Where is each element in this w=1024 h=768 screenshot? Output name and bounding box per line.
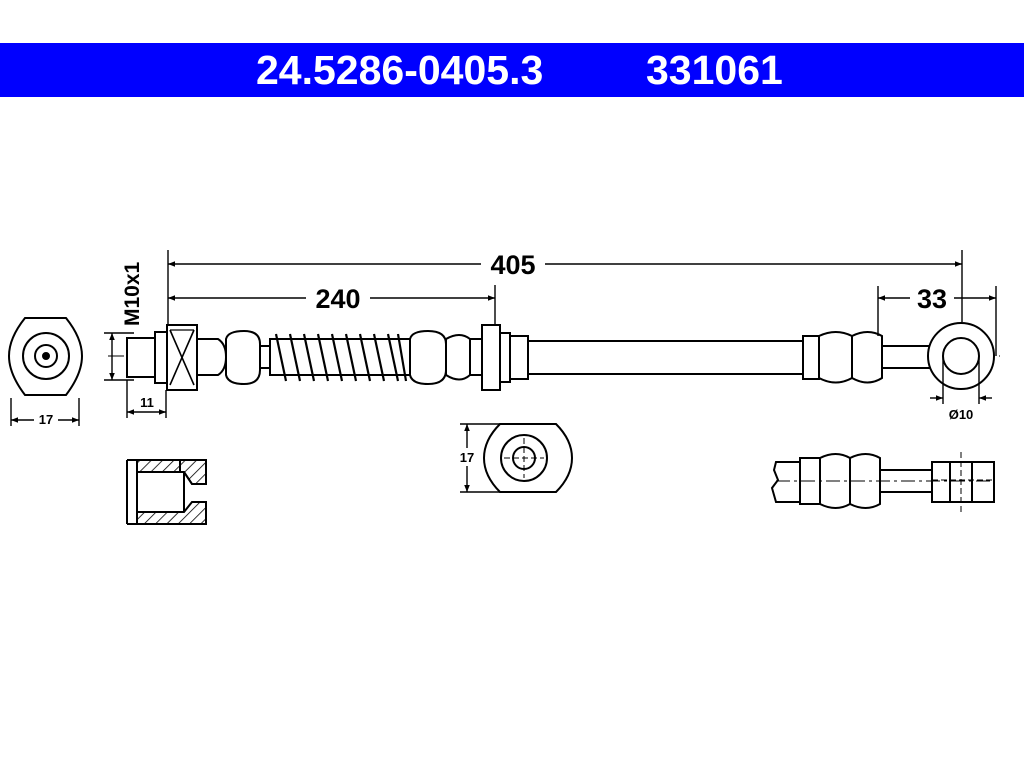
left-fitting-width-label: 17 — [39, 412, 53, 427]
right-fitting-side-view — [770, 452, 995, 512]
thread-section-view — [126, 459, 207, 525]
protection-spring — [274, 333, 408, 382]
reference-number: 331061 — [646, 47, 783, 93]
partial-length-label: 240 — [315, 284, 360, 314]
overall-length-dimension — [167, 250, 963, 325]
part-number: 24.5286-0405.3 — [256, 47, 544, 93]
eye-diameter-label: Ø10 — [949, 407, 974, 422]
eye-diameter-dimension — [930, 356, 992, 404]
end-length-label: 33 — [917, 284, 947, 314]
brake-hose-assembly — [108, 322, 1000, 391]
thread-length-label: 11 — [140, 395, 154, 410]
clip-view — [482, 423, 574, 493]
thread-length-dimension — [126, 380, 167, 418]
overall-length-label: 405 — [490, 250, 535, 280]
left-fitting-end-view — [7, 317, 84, 396]
title-bar: 24.5286-0405.3 331061 — [0, 43, 1024, 97]
thread-label: M10x1 — [121, 261, 144, 326]
clip-width-label: 17 — [460, 450, 474, 465]
